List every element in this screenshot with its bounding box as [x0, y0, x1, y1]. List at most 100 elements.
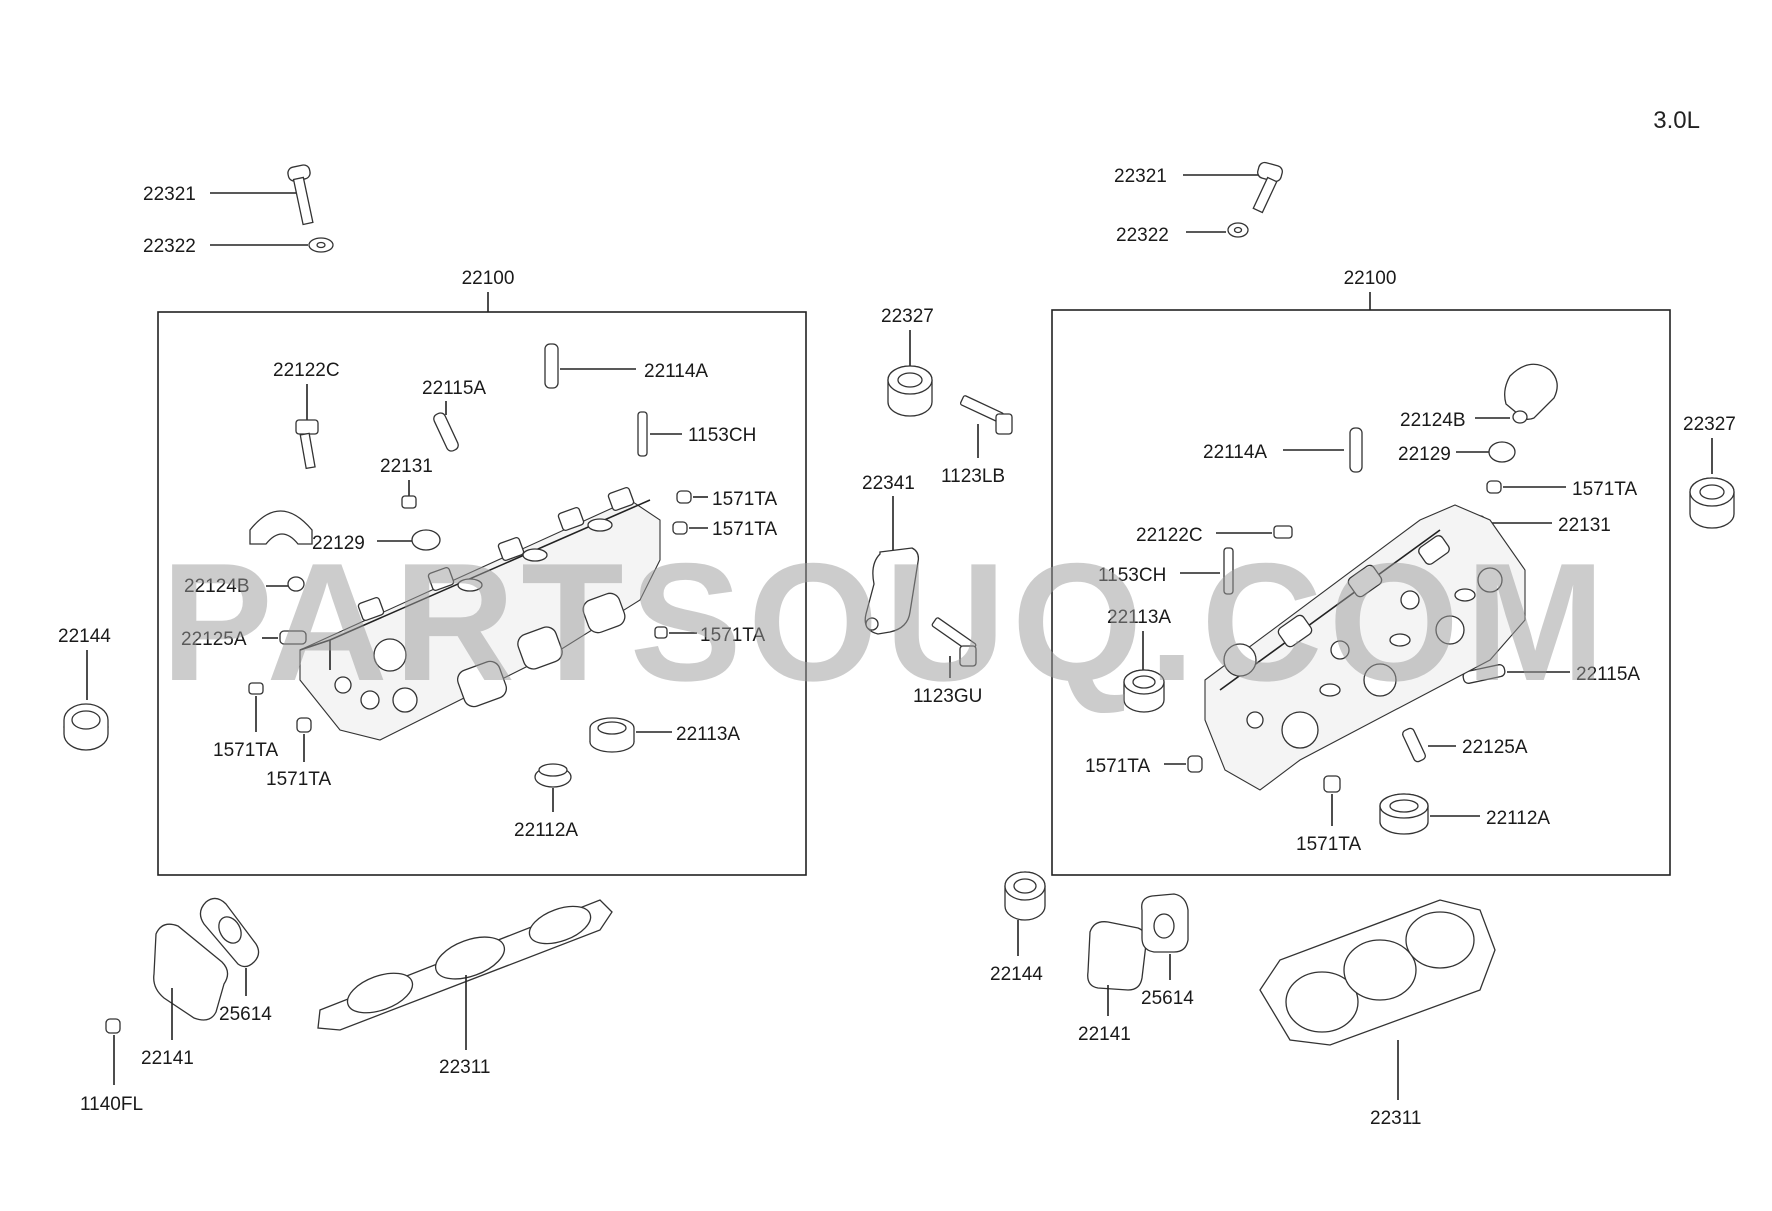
left-head-group: 22321 22322 22100 22122C 22115A 22114A 1…	[143, 164, 807, 876]
right-stud-part[interactable]	[1223, 547, 1234, 595]
left-small-bolt-part[interactable]	[105, 1018, 121, 1034]
center-bolt-lower-part[interactable]	[931, 617, 977, 667]
right-dowel-part[interactable]	[1401, 727, 1426, 763]
label-1571TA-left-c[interactable]: 1571TA	[213, 740, 278, 761]
center-cover-part[interactable]	[1087, 921, 1147, 991]
left-gasket-small-part[interactable]	[199, 897, 260, 968]
left-retainer-part[interactable]	[287, 576, 305, 592]
label-22100-right[interactable]: 22100	[1344, 268, 1397, 289]
label-22129-left[interactable]: 22129	[312, 533, 365, 554]
left-seal-22129-part[interactable]	[411, 529, 441, 551]
right-seal-22129-part[interactable]	[1488, 441, 1516, 463]
label-22115A-left[interactable]: 22115A	[422, 378, 486, 399]
left-plug-b-part[interactable]	[672, 521, 688, 535]
watermark: PARTSOUQ.COM	[161, 528, 1611, 716]
label-25614-left[interactable]: 25614	[219, 1004, 272, 1025]
label-1571TA-right-b[interactable]: 1571TA	[1085, 756, 1150, 777]
center-gasket-small-part[interactable]	[1141, 893, 1189, 953]
left-stud-part[interactable]	[637, 411, 648, 457]
right-valve-guide-part[interactable]	[1349, 427, 1363, 473]
left-head-bolt-part[interactable]	[287, 164, 314, 226]
label-22321-left[interactable]: 22321	[143, 184, 196, 205]
label-1140FL-left[interactable]: 1140FL	[80, 1094, 143, 1115]
left-valve-guide-part[interactable]	[544, 343, 559, 389]
label-1153CH-left[interactable]: 1153CH	[688, 425, 756, 446]
left-guide-pin-part[interactable]	[432, 411, 460, 452]
left-plug-c-part[interactable]	[248, 682, 264, 695]
label-1123LB-center[interactable]: 1123LB	[941, 466, 1005, 487]
right-retainer-part[interactable]	[1512, 410, 1528, 424]
label-22125A-right[interactable]: 22125A	[1462, 737, 1528, 758]
right-cam-cap-bolt-part[interactable]	[1273, 525, 1293, 539]
label-1571TA-left-d[interactable]: 1571TA	[266, 769, 331, 790]
label-22122C-right[interactable]: 22122C	[1136, 525, 1203, 546]
label-1571TA-right-c[interactable]: 1571TA	[1296, 834, 1361, 855]
label-22322-left[interactable]: 22322	[143, 236, 196, 257]
right-bushing-outer-part[interactable]	[1689, 477, 1735, 529]
label-22112A-right[interactable]: 22112A	[1486, 808, 1550, 829]
label-22113A-right[interactable]: 22113A	[1107, 607, 1171, 628]
left-dowel-part[interactable]	[279, 630, 307, 645]
label-22115A-right[interactable]: 22115A	[1576, 664, 1640, 685]
label-22114A-right[interactable]: 22114A	[1203, 442, 1267, 463]
left-cylinder-head-part[interactable]	[299, 486, 661, 741]
label-22129-right[interactable]: 22129	[1398, 444, 1451, 465]
right-oil-seal-part[interactable]	[1123, 669, 1165, 713]
left-seat-part[interactable]	[534, 763, 572, 788]
label-22144-center[interactable]: 22144	[990, 964, 1043, 985]
right-plug-a-part[interactable]	[1486, 480, 1502, 494]
right-cylinder-head-part[interactable]	[1204, 504, 1526, 791]
label-22311-left[interactable]: 22311	[439, 1057, 490, 1078]
left-plug-e-part[interactable]	[654, 626, 668, 639]
right-plug-c-part[interactable]	[1323, 775, 1341, 793]
label-22322-right[interactable]: 22322	[1116, 225, 1169, 246]
label-22341-center[interactable]: 22341	[862, 473, 915, 494]
right-head-group: 22321 22322 22100 22124B 22114A 22129 15…	[1051, 161, 1671, 876]
label-22113A-left[interactable]: 22113A	[676, 724, 740, 745]
left-side-seal-part[interactable]	[63, 703, 109, 751]
center-bolt-upper-part[interactable]	[959, 395, 1013, 435]
label-22321-right[interactable]: 22321	[1114, 166, 1167, 187]
label-22327-center[interactable]: 22327	[881, 306, 934, 327]
label-22125A-left[interactable]: 22125A	[181, 629, 247, 650]
right-head-gasket-part[interactable]	[1259, 899, 1496, 1046]
center-bushing-part[interactable]	[887, 365, 933, 417]
label-22131-left[interactable]: 22131	[380, 456, 433, 477]
label-22112A-left[interactable]: 22112A	[514, 820, 578, 841]
label-1571TA-right-a[interactable]: 1571TA	[1572, 479, 1637, 500]
right-guide-pin-part[interactable]	[1462, 664, 1506, 684]
label-22122C-left[interactable]: 22122C	[273, 360, 340, 381]
left-plug-22131-part[interactable]	[401, 495, 417, 509]
left-half-cap-part[interactable]	[249, 510, 313, 545]
label-1123GU-center[interactable]: 1123GU	[913, 686, 982, 707]
left-cam-cap-bolt-part[interactable]	[295, 419, 319, 470]
label-1571TA-left-e[interactable]: 1571TA	[700, 625, 765, 646]
label-1571TA-left-a[interactable]: 1571TA	[712, 489, 777, 510]
label-25614-center[interactable]: 25614	[1141, 988, 1194, 1009]
left-head-assembly-box	[157, 311, 807, 876]
right-plug-b-part[interactable]	[1187, 755, 1203, 773]
right-half-cap-part[interactable]	[1504, 363, 1558, 420]
left-plug-a-part[interactable]	[676, 490, 692, 504]
label-22141-center[interactable]: 22141	[1078, 1024, 1131, 1045]
label-22124B-right[interactable]: 22124B	[1400, 410, 1466, 431]
right-seat-part[interactable]	[1379, 793, 1429, 835]
label-22141-left[interactable]: 22141	[141, 1048, 194, 1069]
label-22311-right[interactable]: 22311	[1370, 1108, 1421, 1129]
left-plug-d-part[interactable]	[296, 717, 312, 733]
label-22114A-left[interactable]: 22114A	[644, 361, 708, 382]
label-1571TA-left-b[interactable]: 1571TA	[712, 519, 777, 540]
label-22131-right[interactable]: 22131	[1558, 515, 1611, 536]
left-head-gasket-part[interactable]	[317, 899, 613, 1031]
label-1153CH-right[interactable]: 1153CH	[1098, 565, 1166, 586]
label-22144-left[interactable]: 22144	[58, 626, 111, 647]
right-head-bolt-part[interactable]	[1252, 161, 1283, 214]
label-22327-right[interactable]: 22327	[1683, 414, 1736, 435]
center-side-seal-part[interactable]	[1004, 871, 1046, 921]
label-22100-left[interactable]: 22100	[462, 268, 515, 289]
label-22124B-left[interactable]: 22124B	[184, 576, 250, 597]
engine-label: 3.0L	[1653, 107, 1700, 134]
left-oil-seal-part[interactable]	[589, 717, 635, 753]
center-bracket-part[interactable]	[864, 547, 920, 635]
